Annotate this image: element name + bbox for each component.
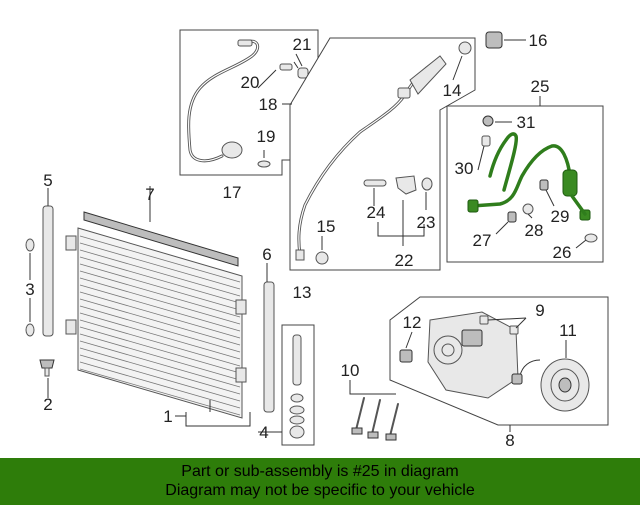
condenser-fin	[79, 284, 241, 332]
callout-27: 27	[473, 231, 492, 250]
banner-line-1: Part or sub-assembly is #25 in diagram	[181, 463, 459, 480]
part-4-drier	[258, 324, 315, 446]
part-16-switch	[485, 31, 526, 49]
callout-15: 15	[317, 217, 336, 236]
callout-26: 26	[553, 243, 572, 262]
info-banner: Part or sub-assembly is #25 in diagram D…	[0, 458, 640, 505]
condenser-fin	[79, 305, 241, 353]
condenser-fin	[79, 319, 241, 367]
part-10-bolts	[349, 380, 399, 441]
callout-7: 7	[145, 185, 154, 204]
part-3-clips	[25, 238, 35, 337]
group-13-box	[289, 37, 476, 271]
condenser-fin	[79, 249, 241, 297]
condenser-fin	[79, 354, 241, 402]
callout-28: 28	[525, 221, 544, 240]
callout-9: 9	[535, 301, 544, 320]
condenser-fin	[79, 333, 241, 381]
condenser-fin	[79, 235, 241, 283]
callout-24: 24	[367, 203, 386, 222]
callout-12: 12	[403, 313, 422, 332]
callout-8: 8	[505, 431, 514, 450]
callout-14: 14	[443, 81, 462, 100]
condenser-fin	[79, 368, 241, 416]
callout-23: 23	[417, 213, 436, 232]
condenser-fin	[79, 270, 241, 318]
callout-2: 2	[43, 395, 52, 414]
condenser-fin	[79, 347, 241, 395]
group-25-box	[446, 96, 604, 263]
callout-29: 29	[551, 207, 570, 226]
group-8-box	[389, 296, 609, 432]
callout-10: 10	[341, 361, 360, 380]
callout-25: 25	[531, 77, 550, 96]
callout-1: 1	[163, 407, 172, 426]
condenser-fin	[79, 326, 241, 374]
callout-4: 4	[259, 423, 268, 442]
condenser-7	[65, 186, 247, 419]
condenser-fin	[79, 340, 241, 388]
condenser-fin	[79, 312, 241, 360]
callout-13: 13	[293, 283, 312, 302]
callout-3: 3	[25, 280, 34, 299]
callout-30: 30	[455, 159, 474, 178]
leader-lines	[47, 53, 587, 417]
callout-11: 11	[559, 321, 577, 340]
callout-16: 16	[529, 31, 548, 50]
condenser-fin	[79, 256, 241, 304]
condenser-fin	[79, 361, 241, 409]
group-17-box	[179, 29, 319, 176]
banner-line-2: Diagram may not be specific to your vehi…	[165, 482, 475, 499]
condenser-fin	[79, 277, 241, 325]
strips-5-6	[42, 205, 275, 413]
parts-22-24	[363, 175, 433, 246]
callout-18: 18	[259, 95, 278, 114]
part-1-lines	[185, 400, 251, 427]
callout-22: 22	[395, 251, 414, 270]
parts-diagram: 1 2 3 4 5 6 7 8 9 10 11 12 13 14 15 16 1…	[25, 29, 609, 450]
part-2-bolt	[39, 359, 55, 377]
callouts: 1 2 3 4 5 6 7 8 9 10 11 12 13 14 15 16 1…	[25, 31, 577, 450]
callout-19: 19	[257, 127, 276, 146]
callout-5: 5	[43, 171, 52, 190]
callout-17: 17	[223, 183, 242, 202]
condenser-fin	[79, 291, 241, 339]
condenser-fin	[79, 298, 241, 346]
callout-21: 21	[293, 35, 312, 54]
callout-31: 31	[517, 113, 536, 132]
callout-20: 20	[241, 73, 260, 92]
condenser-fin	[79, 263, 241, 311]
condenser-fin	[79, 242, 241, 290]
callout-6: 6	[262, 245, 271, 264]
